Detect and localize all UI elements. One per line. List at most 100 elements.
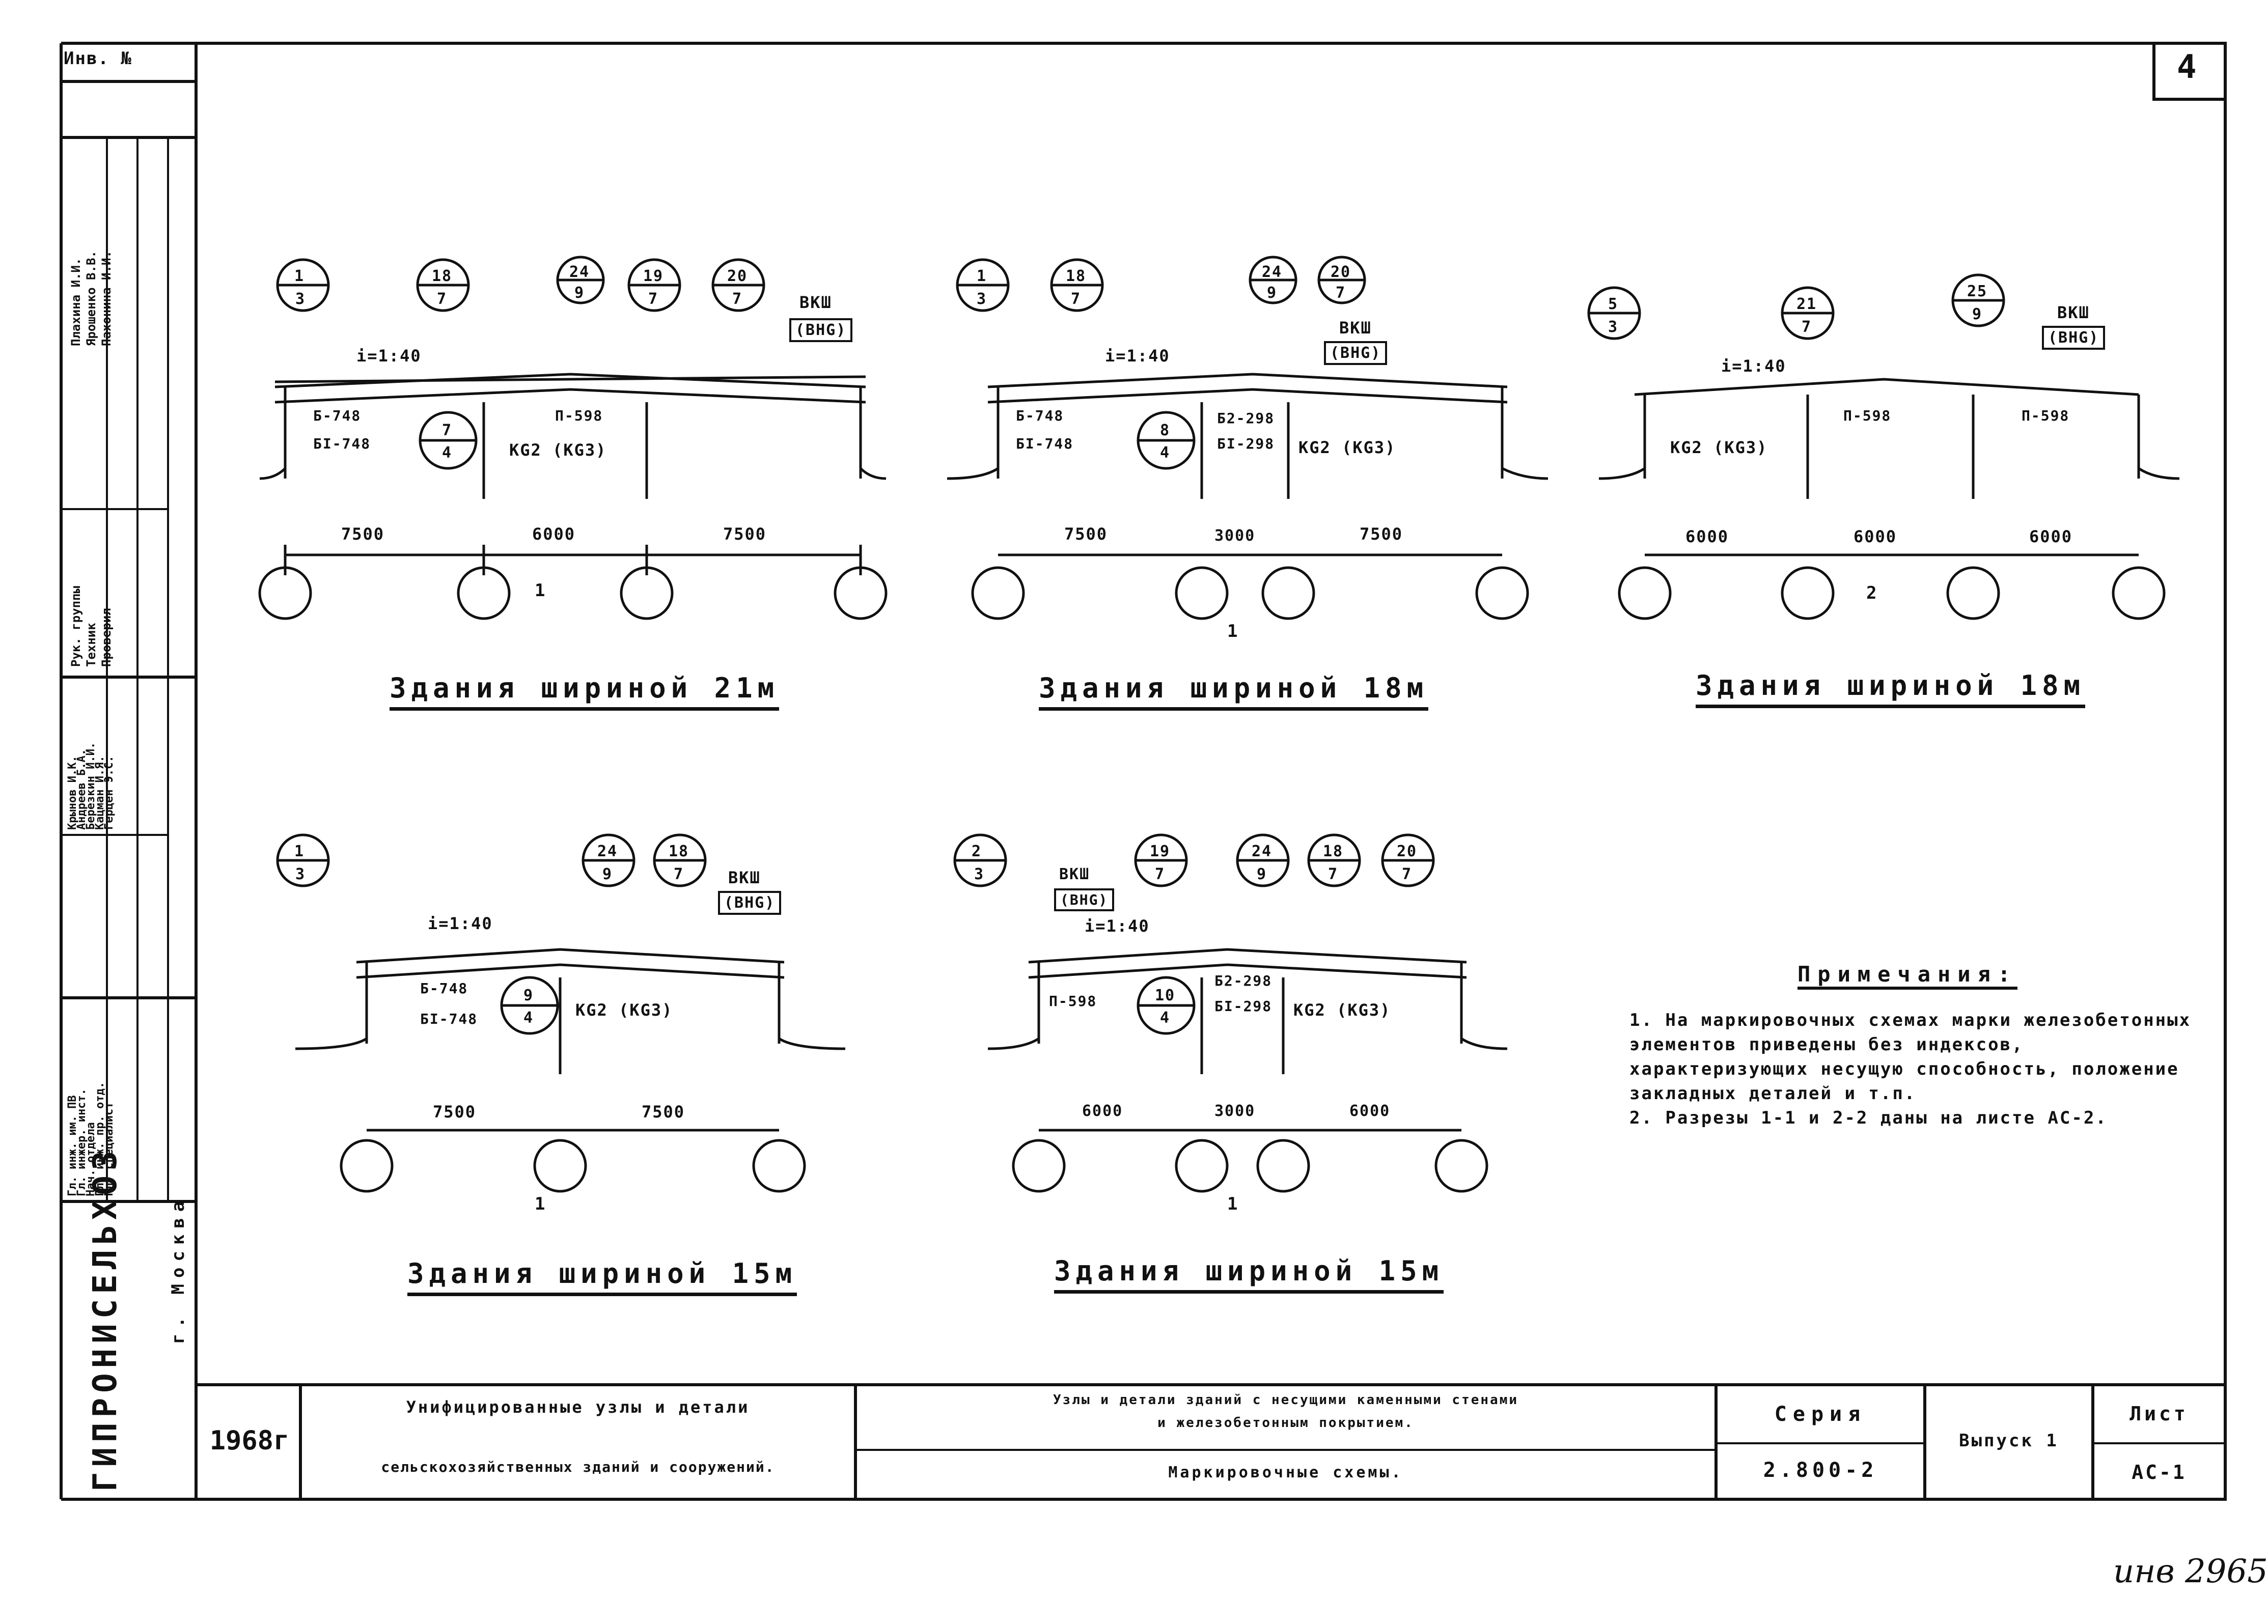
bubble-sheet: 3: [977, 290, 987, 308]
bubble-sheet: 4: [1160, 1009, 1171, 1027]
callout-bubbles: [276, 256, 2005, 887]
section-mark: 2: [1866, 583, 1878, 603]
mark-label: Б2-298: [1217, 410, 1275, 427]
mark-label: БI-298: [1214, 998, 1273, 1015]
roof-sub-label: (ВНG): [1054, 888, 1115, 911]
mark-label: Б-748: [1016, 407, 1064, 424]
role-label: Рук. группы: [69, 586, 83, 667]
roof-label: ВКШ: [1059, 865, 1090, 883]
roof-label: ВКШ: [728, 868, 761, 887]
building-section-4: [295, 948, 846, 1193]
organization-city: г. Москва: [168, 1195, 188, 1344]
building-section-5: [987, 948, 1508, 1193]
mark-label: Б2-298: [1214, 972, 1273, 989]
building-section-2: [947, 373, 1548, 620]
section-mark: 1: [1227, 1194, 1239, 1214]
bubble-number: 24: [597, 843, 618, 860]
roof-label: ВКШ: [2057, 303, 2090, 322]
bubble-number: 5: [1608, 295, 1619, 313]
note-item: 1. На маркировочных схемах марки железоб…: [1629, 1010, 2192, 1104]
slope-label: i=1:40: [1085, 916, 1150, 936]
mark-label: КG2 (КG3): [1298, 438, 1396, 457]
span-dimension: 7500: [1064, 524, 1108, 544]
span-dimension: 6000: [532, 524, 576, 544]
bubble-number: 7: [442, 422, 453, 439]
mark-label: КG2 (КG3): [575, 1000, 673, 1020]
sheet-value: АС-1: [2132, 1461, 2187, 1483]
bubble-sheet: 7: [674, 865, 684, 883]
bubble-sheet: 7: [1802, 318, 1812, 336]
description-line-1: Узлы и детали зданий с несущими каменным…: [1053, 1392, 1518, 1408]
role-label: Техник: [84, 623, 98, 667]
bubble-sheet: 3: [295, 865, 306, 883]
roof-label: ВКШ: [1339, 318, 1372, 338]
inventory-note: инв 2965: [2113, 1553, 2268, 1590]
slope-label: i=1:40: [1105, 346, 1170, 366]
corner-stamp: Инв. №: [64, 48, 132, 69]
drawing-caption: Здания шириной 21м: [390, 672, 780, 711]
sheet-number: 4: [2177, 48, 2198, 86]
bubble-sheet: 4: [1160, 444, 1171, 462]
bubble-number: 18: [432, 267, 453, 285]
bubble-number: 19: [643, 267, 664, 285]
role-label: Гл. специалист: [103, 1102, 116, 1196]
span-dimension: 6000: [1685, 527, 1729, 546]
notes-block: Примечания: 1. На маркировочных схемах м…: [1629, 962, 2210, 1130]
sheet-label: Лист: [2129, 1403, 2189, 1425]
drawing-caption: Здания шириной 15м: [1054, 1255, 1444, 1294]
description-line-3: Маркировочные схемы.: [1168, 1464, 1403, 1481]
bubble-number: 9: [523, 987, 534, 1004]
mark-label: П-598: [555, 407, 603, 424]
bubble-sheet: 7: [437, 290, 448, 308]
bubble-sheet: 9: [602, 865, 613, 883]
bubble-number: 18: [669, 843, 689, 860]
bubble-sheet: 4: [523, 1009, 534, 1027]
slope-label: i=1:40: [356, 346, 422, 366]
bubble-sheet: 3: [1608, 318, 1619, 336]
bubble-number: 18: [1066, 267, 1087, 285]
person-name: Пахонина И.И.: [99, 250, 114, 346]
bubble-number: 21: [1796, 295, 1817, 313]
bubble-sheet: 7: [1071, 290, 1082, 308]
bubble-number: 24: [1252, 843, 1273, 860]
span-dimension: 3000: [1214, 1102, 1256, 1120]
roof-sub-label: (ВНG): [1324, 341, 1388, 365]
bubble-number: 25: [1967, 283, 1988, 300]
bubble-number: 18: [1323, 843, 1344, 860]
drawing-caption: Здания шириной 18м: [1039, 672, 1429, 711]
person-name: Ярошенко В.В.: [84, 250, 98, 346]
bubble-sheet: 9: [1257, 865, 1267, 883]
roof-sub-label: (ВНG): [718, 891, 782, 915]
bubble-number: 20: [1397, 843, 1418, 860]
mark-label: БI-298: [1217, 435, 1275, 452]
span-dimension: 6000: [1854, 527, 1897, 546]
mark-label: П-598: [2022, 407, 2070, 424]
bubble-number: 24: [569, 263, 590, 281]
slope-label: i=1:40: [428, 914, 493, 933]
mark-label: БI-748: [1016, 435, 1074, 452]
span-dimension: 6000: [2029, 527, 2073, 546]
bubble-sheet: 3: [974, 865, 985, 883]
bubble-sheet: 9: [1972, 305, 1983, 323]
bubble-number: 1: [294, 267, 305, 285]
roof-sub-label: (ВНG): [2042, 326, 2106, 350]
bubble-number: 10: [1155, 987, 1176, 1004]
drawing-caption: Здания шириной 18м: [1696, 669, 2086, 708]
mark-label: Б-748: [313, 407, 362, 424]
mark-label: КG2 (КG3): [1293, 1000, 1391, 1020]
section-mark: 1: [535, 580, 546, 601]
span-dimension: 6000: [1082, 1102, 1123, 1120]
building-section-1: [258, 373, 888, 620]
bubble-sheet: 7: [1336, 284, 1346, 302]
mark-label: КG2 (КG3): [509, 440, 607, 460]
bubble-sheet: 7: [648, 290, 659, 308]
bubble-number: 8: [1160, 422, 1171, 439]
bubble-sheet: 7: [732, 290, 743, 308]
span-dimension: 7500: [433, 1102, 477, 1122]
roof-label: ВКШ: [799, 293, 832, 312]
title-line-1: Унифицированные узлы и детали: [406, 1397, 750, 1417]
bubble-sheet: 9: [574, 284, 585, 302]
year-label: 1968г: [209, 1425, 290, 1456]
span-dimension: 7500: [642, 1102, 685, 1122]
